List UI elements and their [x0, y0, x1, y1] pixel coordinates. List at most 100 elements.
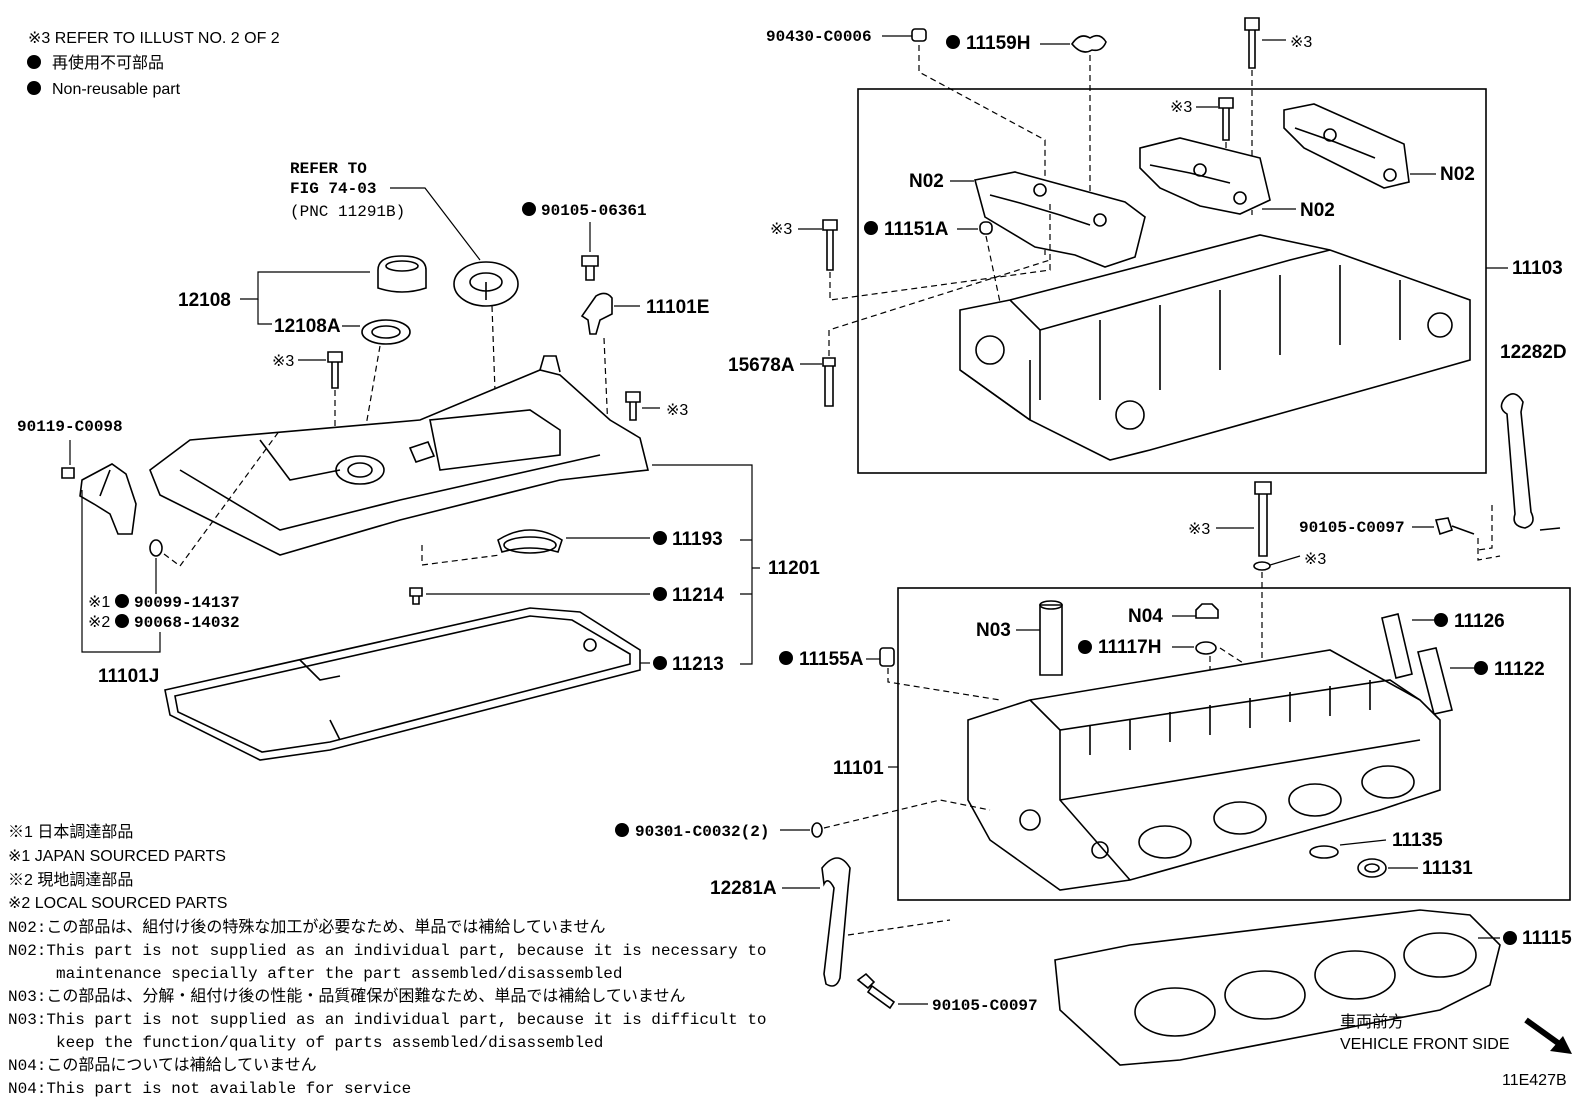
head-gasket-11115-icon [1054, 909, 1501, 1066]
head-bolt-icon [1254, 481, 1272, 557]
label-11201[interactable]: 11201 [768, 558, 820, 579]
non-reusable-bullet-icon [864, 221, 878, 235]
footnote-line: ※1 JAPAN SOURCED PARTS [8, 848, 226, 865]
non-reusable-bullet-icon [946, 35, 960, 49]
ref3-label: ※3 [272, 353, 294, 370]
footnote-line: N03:This part is not supplied as an indi… [8, 1011, 767, 1029]
non-reusable-bullet-icon [27, 55, 41, 69]
label-11115[interactable]: 11115 [1522, 928, 1572, 949]
label-11213[interactable]: 11213 [672, 654, 724, 675]
label-11159H[interactable]: 11159H [966, 33, 1030, 54]
ref3-label: ※3 [1290, 34, 1312, 51]
label-11101E[interactable]: 11101E [646, 297, 709, 318]
bolt-icon [1244, 17, 1260, 69]
washer-icon [1253, 561, 1271, 571]
non-reusable-bullet-icon [1434, 613, 1448, 627]
ref1-label: ※1 [88, 594, 110, 611]
footnote-line: ※2 現地調達部品 [8, 871, 133, 889]
label-90099-14137[interactable]: 90099-14137 [134, 594, 240, 612]
label-N04[interactable]: N04 [1128, 606, 1163, 627]
label-11155A[interactable]: 11155A [799, 649, 864, 670]
label-12108A[interactable]: 12108A [274, 316, 341, 337]
seal-11131-icon [1357, 858, 1387, 878]
label-12108[interactable]: 12108 [178, 290, 231, 311]
plug-11151A-icon [979, 221, 993, 235]
ref2-label: ※2 [88, 614, 110, 631]
bolt-90105-icon [1434, 517, 1475, 536]
bolt-icon [625, 391, 641, 421]
non-reusable-bullet-icon [1503, 931, 1517, 945]
oil-jet-15678A-icon [822, 357, 836, 407]
label-N03[interactable]: N03 [976, 620, 1011, 641]
footnote-line: N04:This part is not available for servi… [8, 1080, 411, 1098]
valve-guide-11122-icon [1417, 647, 1453, 715]
refer-note: ※3 REFER TO ILLUST NO. 2 OF 2 [28, 30, 280, 47]
gasket-11159H-icon [1071, 34, 1107, 53]
footnote-line: N03:この部品は、分解・組付け後の性能・品質確保が困難なため、単品では補給して… [8, 987, 685, 1006]
label-90105-C0097[interactable]: 90105-C0097 [1299, 519, 1405, 537]
label-11193[interactable]: 11193 [672, 529, 723, 550]
n02-bearing-cap-icon [974, 171, 1146, 268]
label-11131[interactable]: 11131 [1422, 858, 1473, 879]
non-reusable-bullet-icon [615, 823, 629, 837]
bolt-icon [61, 467, 75, 479]
bolt-90105-icon [856, 972, 896, 1010]
dowel-11155A-icon [879, 647, 895, 667]
figure-code: 11E427B [1502, 1072, 1567, 1089]
footnote-line: ※1 日本調達部品 [8, 823, 133, 841]
non-reusable-bullet-icon [115, 614, 129, 628]
seal-11117H-icon [1195, 641, 1217, 655]
label-90119-C0098[interactable]: 90119-C0098 [17, 418, 123, 436]
cylinder-head-group-box [897, 587, 1571, 901]
footnote-line: maintenance specially after the part ass… [8, 965, 623, 983]
label-11135[interactable]: 11135 [1392, 830, 1443, 851]
cover-gasket-11213-icon [164, 607, 641, 761]
label-N02[interactable]: N02 [1440, 164, 1475, 185]
label-11101J[interactable]: 11101J [98, 666, 159, 687]
label-11103[interactable]: 11103 [1512, 258, 1563, 279]
label-90430-C0006[interactable]: 90430-C0006 [766, 28, 872, 46]
label-11214[interactable]: 11214 [672, 585, 724, 606]
baffle-11193-icon [497, 529, 563, 553]
non-reusable-bullet-icon [653, 587, 667, 601]
gasket-11135-icon [1309, 845, 1339, 859]
refer-line3: (PNC 11291B) [290, 203, 405, 221]
bolt-icon [327, 351, 343, 389]
bolt-icon [822, 219, 838, 271]
bolt-icon [1218, 97, 1234, 141]
seal-washer-11214-icon [409, 587, 423, 605]
label-11122[interactable]: 11122 [1494, 659, 1545, 680]
label-90068-14032[interactable]: 90068-14032 [134, 614, 240, 632]
ref3-label: ※3 [666, 402, 688, 419]
refer-line1: REFER TO [290, 160, 367, 178]
o-ring-icon [149, 539, 163, 557]
label-12282D[interactable]: 12282D [1500, 342, 1567, 363]
sensor-11101E-icon [580, 292, 613, 335]
footnote-line: N02:この部品は、組付け後の特殊な加工が必要なため、単品では補給していません [8, 918, 605, 937]
label-12281A[interactable]: 12281A [710, 878, 777, 899]
vehicle-front-en: VEHICLE FRONT SIDE [1340, 1036, 1510, 1053]
label-11101[interactable]: 11101 [833, 758, 884, 779]
engine-hanger-12281A-icon [821, 857, 851, 987]
engine-hanger-12282D-icon [1500, 393, 1534, 529]
gasket-12108A-icon [361, 319, 411, 345]
non-reusable-bullet-icon [1474, 661, 1488, 675]
label-11151A[interactable]: 11151A [884, 219, 949, 240]
non-reusable-bullet-icon [779, 651, 793, 665]
label-11126[interactable]: 11126 [1454, 611, 1505, 632]
footnote-line: N02:This part is not supplied as an indi… [8, 942, 767, 960]
ref3-label: ※3 [770, 221, 792, 238]
bolt-icon [581, 255, 599, 281]
label-90105-06361[interactable]: 90105-06361 [541, 202, 647, 220]
label-90301-C0032[interactable]: 90301-C0032(2) [635, 823, 769, 841]
non-reusable-bullet-icon [1078, 640, 1092, 654]
footnote-line: keep the function/quality of parts assem… [8, 1034, 603, 1052]
n03-sleeve-icon [1039, 604, 1063, 676]
label-N02[interactable]: N02 [909, 171, 944, 192]
label-11117H[interactable]: 11117H [1098, 637, 1161, 658]
label-90105-C0097[interactable]: 90105-C0097 [932, 997, 1038, 1015]
label-N02[interactable]: N02 [1300, 200, 1335, 221]
n04-cap-icon [1195, 603, 1219, 619]
label-15678A[interactable]: 15678A [728, 355, 795, 376]
footnote-line: ※2 LOCAL SOURCED PARTS [8, 895, 227, 912]
